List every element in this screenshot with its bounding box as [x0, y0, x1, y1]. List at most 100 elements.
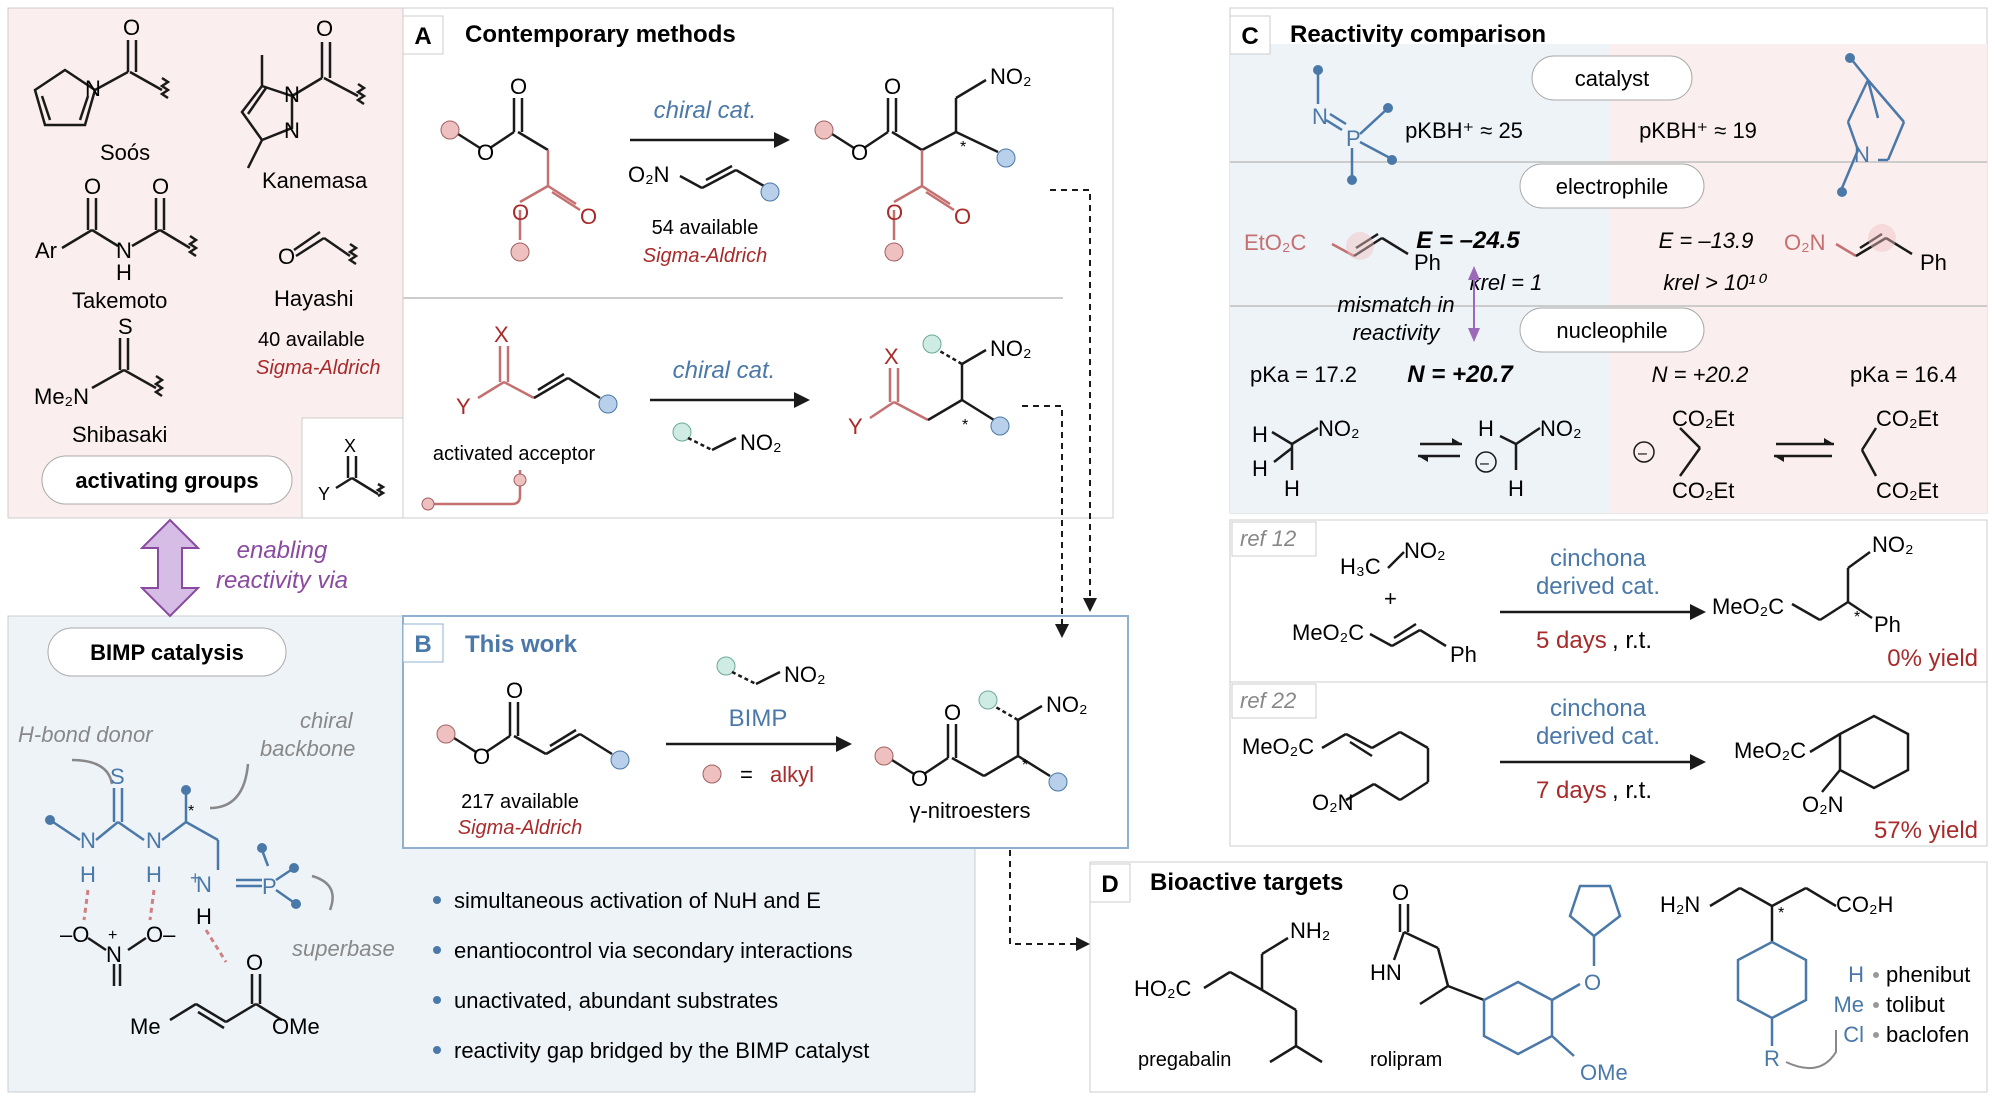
rolipram-o: O — [1392, 880, 1409, 905]
bullet-text-2: enantiocontrol via secondary interaction… — [454, 938, 853, 963]
panel-b-legend-dot — [702, 764, 722, 784]
hayashi-aldehyde-structure — [293, 230, 359, 266]
bullet-text-4: reactivity gap bridged by the BIMP catal… — [454, 1038, 869, 1063]
ref22-cyclohexane — [1809, 714, 1910, 793]
adduct2-no2: NO₂ — [990, 336, 1032, 361]
dashed-arrowhead-d — [1076, 937, 1090, 951]
gaba-h2n: H₂N — [1660, 892, 1700, 917]
acceptor-link-dot-top — [513, 473, 527, 487]
n-right: N = +20.2 — [1652, 362, 1749, 387]
nitromethane-h2: H — [1252, 456, 1268, 481]
krel-left: krel = 1 — [1470, 270, 1543, 295]
pka-right: pKa = 16.4 — [1850, 362, 1957, 387]
bimp-h3-atom: H — [196, 904, 212, 929]
pregabalin-structure — [1203, 936, 1323, 1064]
acceptor-label: activated acceptor — [433, 443, 596, 465]
nitromethane-no2-left: NO₂ — [1318, 416, 1360, 441]
cinnamate-ph: Ph — [1414, 250, 1441, 275]
gaba-analogue-structure — [1709, 886, 1837, 1046]
bimp-catalysis-pill — [47, 627, 287, 677]
nitronate-structure — [87, 936, 147, 986]
adduct2-r-dot-blue — [990, 416, 1010, 436]
panel-c-letter: C — [1241, 23, 1258, 50]
malonate-o4: O — [512, 200, 529, 225]
ref12-h3c: H₃C — [1340, 554, 1381, 579]
ref22-time: 7 days — [1536, 777, 1607, 804]
generic-acyl-box — [301, 417, 404, 519]
hbond-line-3 — [204, 929, 228, 963]
krel-right: krel > 10¹⁰ — [1663, 270, 1767, 295]
ref12-cat-line2: derived cat. — [1536, 573, 1660, 600]
panel-a-title: Contemporary methods — [465, 21, 736, 48]
ref22-product-meo2c: MeO₂C — [1734, 738, 1806, 763]
malonate-anion-co2et-top: CO₂Et — [1672, 406, 1734, 431]
nitroester-o1: O — [911, 766, 928, 791]
panel-a-letter-box — [402, 15, 444, 55]
nitroester-alkyl-dot — [874, 746, 894, 766]
generic-acyl-structure — [335, 456, 386, 498]
panel-d-title: Bioactive targets — [1150, 869, 1343, 896]
e-left: E = –24.5 — [1416, 227, 1520, 254]
bullet-dot-2 — [433, 946, 441, 954]
ref22-meo2c: MeO₂C — [1242, 734, 1314, 759]
equilibrium-1-head-left — [1418, 456, 1428, 462]
hayashi-source: Sigma-Aldrich — [256, 357, 380, 379]
panel-c-right-bg — [1610, 44, 1987, 513]
mismatch-line2: reactivity — [1353, 320, 1442, 345]
malonate-o3: O — [580, 204, 597, 229]
nitrostyrene-ph: Ph — [1920, 250, 1947, 275]
panel-b-reagent-no2: NO₂ — [784, 662, 826, 687]
quinuclidine-icon — [1840, 59, 1906, 189]
pkbh-left: pKBH⁺ ≈ 25 — [1405, 118, 1523, 143]
panel-b-letter: B — [414, 631, 431, 658]
nitromethane-r-dot — [672, 422, 692, 442]
dashed-arrow-b-to-d — [1009, 850, 1082, 945]
nitroester-o2: O — [944, 700, 961, 725]
enabling-line1: enabling — [237, 537, 328, 564]
catalyst-pill — [1531, 55, 1693, 101]
ref22-tag: ref 22 — [1240, 688, 1296, 713]
panel-b-legend-alkyl: alkyl — [770, 762, 814, 787]
panel-a-arrowhead-2 — [794, 392, 810, 408]
adduct1-stereo-star: * — [960, 139, 966, 156]
ref12-cat-line1: cinchona — [1550, 545, 1647, 572]
crotonate-me: Me — [130, 1014, 161, 1039]
ref12-temp: , r.t. — [1612, 627, 1652, 654]
crotonate-o: O — [246, 950, 263, 975]
kanemasa-o-atom: O — [316, 16, 333, 41]
soos-n-atom: N — [85, 76, 101, 101]
gaba-r-pointer — [1785, 1030, 1837, 1070]
ref12-ph: Ph — [1450, 642, 1477, 667]
panel-b-title: This work — [465, 631, 578, 658]
phosphazene-dot-2 — [1383, 103, 1393, 113]
activating-groups-pill — [41, 455, 293, 505]
sub-symbol-3: Cl — [1843, 1022, 1864, 1047]
adduct1-alkyl-dot-1 — [814, 120, 834, 140]
enabling-double-arrow — [139, 518, 201, 618]
bullet-dot-3 — [433, 996, 441, 1004]
takemoto-ar-label: Ar — [35, 238, 57, 263]
nitrostyrene-o2n: O₂N — [1784, 230, 1826, 255]
enabling-line2: reactivity via — [216, 567, 348, 594]
adduct2-r-dot-green — [922, 334, 942, 354]
panel-a-source: Sigma-Aldrich — [643, 245, 767, 267]
ref12-nitroethane-no2: NO₂ — [1404, 538, 1446, 563]
bimp-s-atom: S — [110, 764, 125, 789]
acceptor-x-atom: X — [494, 322, 509, 347]
ref12-plus: + — [1384, 586, 1397, 611]
hayashi-count: 40 available — [258, 329, 365, 351]
soos-pyrrole-structure — [33, 40, 171, 127]
bimp-methyl-dot — [181, 785, 191, 795]
adduct1-o4: O — [886, 200, 903, 225]
electrophile-ester-label: EtO₂C — [1244, 230, 1306, 255]
bimp-h2-atom: H — [146, 862, 162, 887]
ref22-cat-line2: derived cat. — [1536, 723, 1660, 750]
adduct1-no2: NO₂ — [990, 64, 1032, 89]
sub-name-3: baclofen — [1886, 1022, 1969, 1047]
ref22-cat-line1: cinchona — [1550, 695, 1647, 722]
bimp-bullets: simultaneous activation of NuH and E ena… — [433, 888, 869, 1063]
panel-b-nitro-bond-2 — [755, 670, 781, 686]
soos-name: Soós — [100, 140, 150, 165]
sub-dot-3 — [1873, 1032, 1879, 1038]
